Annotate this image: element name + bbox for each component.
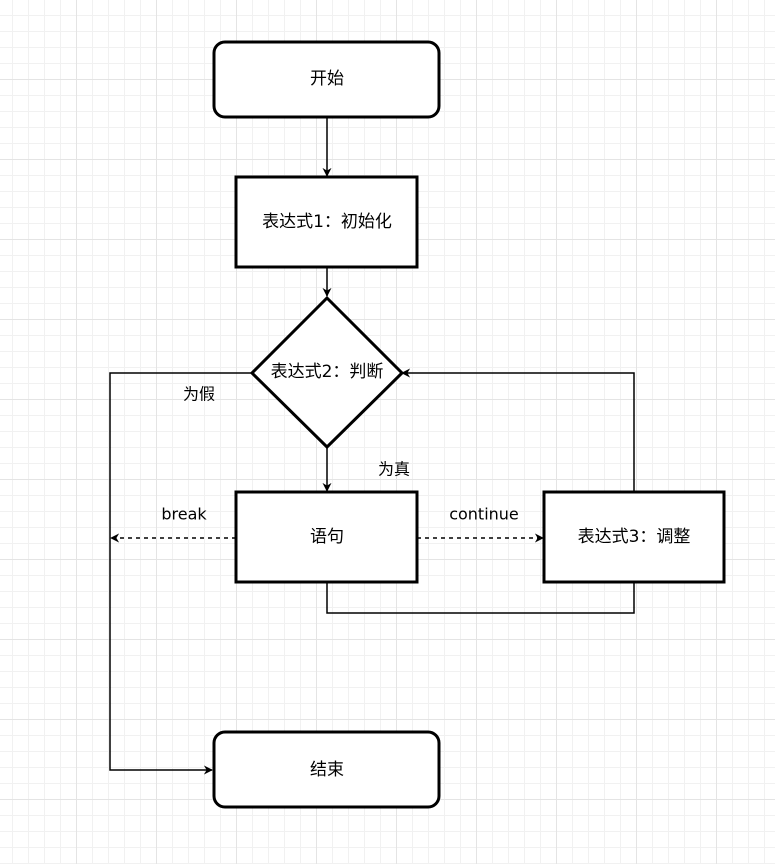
update-node — [542, 490, 726, 584]
start-node — [212, 40, 441, 119]
false-label: 为假 — [183, 385, 215, 404]
edge-cond-false-end — [109, 372, 253, 775]
end-label: 结束 — [310, 760, 344, 780]
edge-update-cond — [401, 368, 635, 491]
statement-node — [234, 490, 419, 584]
continue-label: continue — [449, 505, 519, 524]
edge-stmt-update — [326, 582, 635, 614]
condition-label: 表达式2：判断 — [271, 362, 384, 382]
condition-node — [249, 295, 405, 450]
start-label: 开始 — [310, 69, 344, 89]
init-label: 表达式1：初始化 — [262, 212, 392, 232]
end-node — [212, 730, 441, 809]
break-label: break — [161, 505, 207, 524]
init-node — [234, 175, 419, 269]
true-label: 为真 — [378, 460, 410, 479]
statement-label: 语句 — [310, 527, 344, 547]
update-label: 表达式3：调整 — [578, 527, 691, 547]
